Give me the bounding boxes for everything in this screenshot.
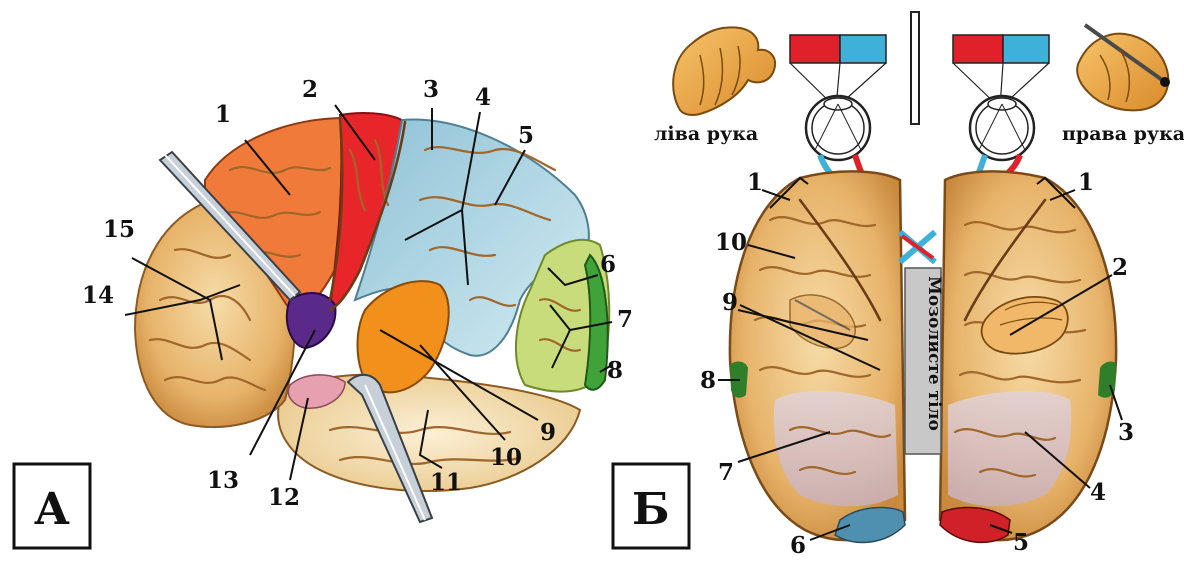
label-b-right-4: 4 bbox=[1090, 479, 1106, 506]
corpus-callosum-label: Мозолисте тіло bbox=[924, 276, 944, 431]
left-hand-caption: ліва рука bbox=[654, 123, 758, 145]
label-a-11: 11 bbox=[430, 469, 462, 496]
label-a-5: 5 bbox=[518, 122, 534, 149]
label-a-6: 6 bbox=[600, 251, 616, 278]
right-hand-caption: права рука bbox=[1062, 123, 1184, 145]
label-a-12: 12 bbox=[268, 484, 300, 511]
label-b-right-5: 5 bbox=[1013, 529, 1029, 556]
panel-a: 1 2 3 4 5 6 7 8 9 10 11 12 13 14 15 А bbox=[14, 76, 633, 548]
panel-b: ліва рука права рука bbox=[613, 12, 1184, 559]
region-purple bbox=[287, 293, 336, 348]
label-a-4: 4 bbox=[475, 84, 491, 111]
label-b-left-7: 7 bbox=[718, 459, 734, 486]
right-hand-icon bbox=[1077, 25, 1170, 110]
label-b-left-1: 1 bbox=[747, 169, 763, 196]
left-hand-icon bbox=[673, 27, 775, 115]
label-a-13: 13 bbox=[207, 467, 239, 494]
label-a-1: 1 bbox=[215, 101, 231, 128]
label-b-right-3: 3 bbox=[1118, 419, 1134, 446]
label-b-left-8: 8 bbox=[700, 367, 716, 394]
label-b-left-10: 10 bbox=[715, 229, 747, 256]
label-a-7: 7 bbox=[617, 306, 633, 333]
label-b-left-9: 9 bbox=[722, 289, 738, 316]
label-a-10: 10 bbox=[490, 444, 522, 471]
label-b-right-2: 2 bbox=[1112, 254, 1128, 281]
label-a-2: 2 bbox=[302, 76, 318, 103]
label-a-15: 15 bbox=[103, 216, 135, 243]
panel-b-letter: Б bbox=[632, 484, 670, 535]
center-divider bbox=[911, 12, 919, 124]
label-a-3: 3 bbox=[423, 76, 439, 103]
label-a-14: 14 bbox=[82, 282, 114, 309]
label-b-left-6: 6 bbox=[790, 532, 806, 559]
label-b-right-1: 1 bbox=[1078, 169, 1094, 196]
label-a-8: 8 bbox=[607, 357, 623, 384]
label-a-9: 9 bbox=[540, 419, 556, 446]
panel-a-letter: А bbox=[34, 484, 70, 535]
